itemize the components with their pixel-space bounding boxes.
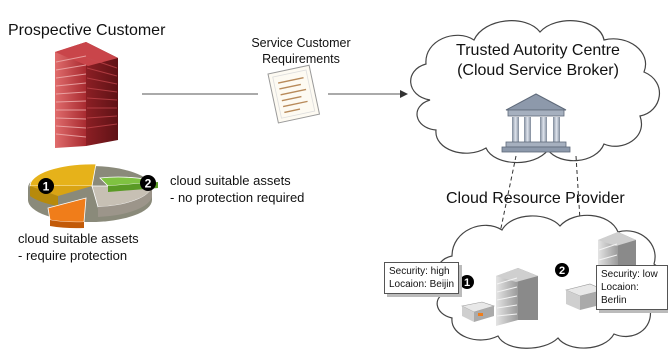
callout-beijin-location: Locaion: Beijin [389,279,455,290]
requirements-line-1: Service Customer [251,36,351,50]
datacenter-marker-2-text: 2 [559,265,565,277]
requirements-label: Service Customer Requirements [228,35,374,67]
datacenter-beijin-icon [461,268,538,326]
callout-berlin-security: Security: low [601,269,658,280]
provider-title: Cloud Resource Provider [446,190,625,207]
requirements-line-2: Requirements [262,52,340,66]
marker-1-text: 1 [43,180,50,194]
office-tower-icon [55,42,118,148]
asset-label-no-protection: cloud suitable assets - no protection re… [170,172,304,206]
marker-1-icon: 1 [38,178,54,194]
marker-2-text: 2 [145,177,152,191]
document-icon [267,64,321,124]
customer-title: Prospective Customer [8,22,166,39]
broker-title: Trusted Autority Centre (Cloud Service B… [418,41,658,81]
court-building-icon [501,93,571,153]
pie-slice-gray-side [98,186,152,217]
datacenter-marker-1-icon: 1 [460,275,474,289]
asset-protection-line-2: - require protection [18,248,128,263]
marker-2-icon: 2 [140,175,156,191]
asset-protection-line-1: cloud suitable assets [18,231,139,246]
broker-line-1: Trusted Autority Centre [456,42,620,59]
asset-label-protection: cloud suitable assets - require protecti… [18,230,139,264]
callout-berlin-location: Locaion: Berlin [601,282,639,306]
broker-cloud [410,20,661,164]
asset-no-protection-line-2: - no protection required [170,190,305,205]
datacenter-marker-1-text: 1 [464,277,470,289]
callout-berlin: Security: low Locaion: Berlin [596,265,668,310]
broker-line-2: (Cloud Service Broker) [457,62,619,79]
asset-no-protection-line-1: cloud suitable assets [170,173,291,188]
callout-beijin-security: Security: high [389,266,450,277]
datacenter-marker-2-icon: 2 [555,263,569,277]
callout-beijin: Security: high Locaion: Beijin [384,262,460,294]
asset-pie-chart [28,163,159,229]
